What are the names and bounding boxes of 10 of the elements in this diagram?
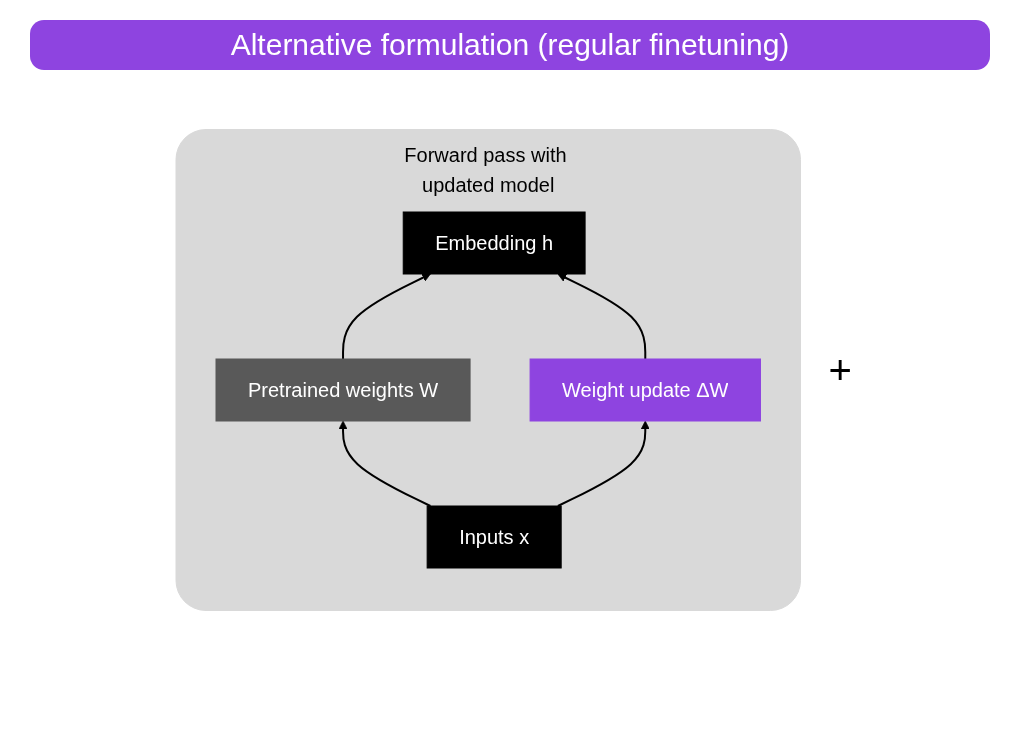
node-box: Weight update ΔW	[529, 358, 762, 422]
title-banner: Alternative formulation (regular finetuning)	[30, 20, 990, 70]
node-box: Pretrained weights W	[215, 358, 471, 422]
arrow	[557, 273, 647, 360]
arrow	[557, 420, 650, 507]
arrow	[338, 420, 432, 507]
plus-sign: +	[828, 347, 852, 393]
node-box: Embedding h	[402, 211, 586, 275]
arrow	[342, 273, 431, 360]
node-box: Inputs x	[426, 505, 562, 569]
